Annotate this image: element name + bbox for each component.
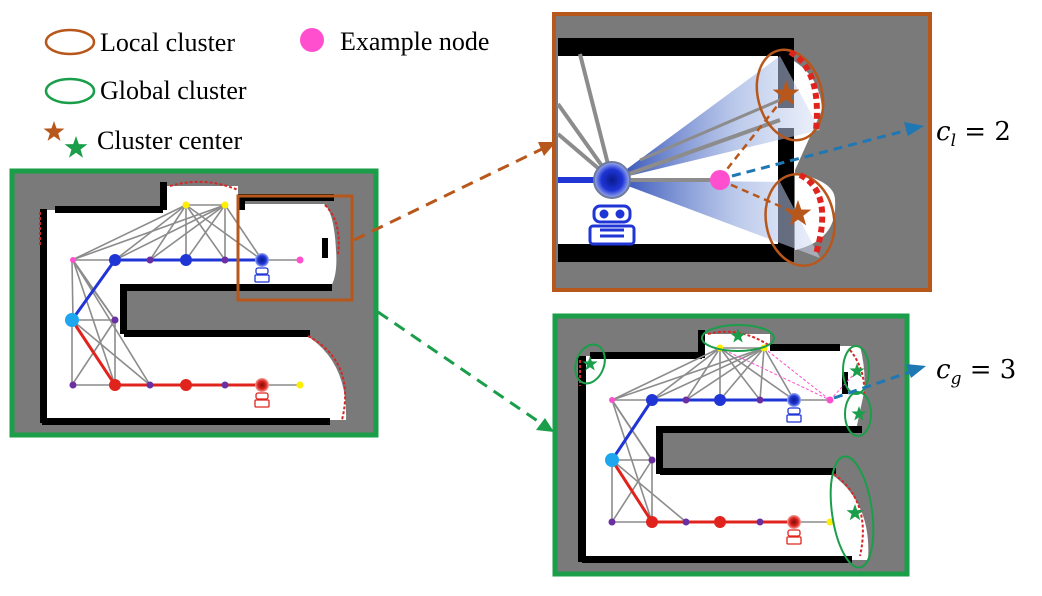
cluster-center-label: Cluster center (97, 126, 242, 155)
global-map-panel (552, 313, 926, 577)
main-edges (71, 204, 300, 386)
main-frontiers (39, 180, 347, 421)
main-red-robot-icon (254, 392, 270, 408)
global-edges (611, 347, 830, 523)
global-red-robot-icon (786, 529, 802, 545)
local-star-connectors (719, 95, 799, 216)
global-to-cg-arrowhead (906, 364, 926, 378)
local-equation: cl = 2 (936, 117, 1011, 151)
green-star-icon (64, 136, 88, 158)
main-map (9, 168, 379, 438)
global-cluster-ellipses (574, 324, 875, 569)
example-node-icon (300, 28, 324, 52)
local-cluster-icon (44, 28, 96, 56)
global-to-cg-arrow (833, 370, 911, 400)
main-nodes (65, 201, 304, 392)
global-equation: cg = 3 (936, 355, 1016, 389)
zoom-example-node (710, 170, 730, 190)
global-blue-robot-icon (786, 407, 802, 423)
zoom-robot (593, 161, 631, 199)
main-blue-robot-icon (254, 267, 270, 283)
local-cluster-label: Local cluster (100, 28, 235, 57)
global-pink-links (719, 347, 857, 401)
example-node-label: Example node (340, 27, 489, 56)
global-cluster-icon (44, 77, 96, 105)
zoom-frontiers (788, 49, 826, 255)
zoom-robot-icon (588, 204, 636, 246)
global-cluster-label: Global cluster (100, 76, 247, 105)
local-zoom-panel (552, 12, 932, 292)
global-nodes (605, 344, 834, 529)
local-cluster-ellipses (755, 48, 836, 267)
zoom-to-cl-arrow (731, 128, 909, 178)
zoom-connector-orange (353, 142, 556, 242)
legend: Local cluster Global cluster Cluster cen… (43, 27, 489, 158)
orange-star-icon (43, 121, 65, 141)
zoom-to-cl-arrowhead (904, 122, 924, 136)
zoom-region-box (236, 194, 354, 302)
zoom-connector-green (377, 310, 554, 432)
